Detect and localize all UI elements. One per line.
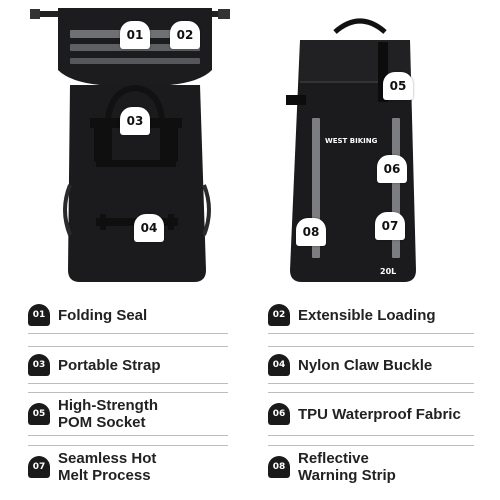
feature-label-03: Portable Strap xyxy=(58,356,161,374)
callout-tag-01: 01 xyxy=(120,21,150,49)
feature-item-08: 08 Reflective Warning Strip xyxy=(268,445,474,489)
feature-label-06: TPU Waterproof Fabric xyxy=(298,405,461,423)
feature-label-01: Folding Seal xyxy=(58,306,148,324)
left-bag-back-view xyxy=(30,8,230,282)
feature-label-04: Nylon Claw Buckle xyxy=(298,356,433,374)
divider xyxy=(28,392,228,393)
feature-badge-07: 07 xyxy=(28,456,50,478)
divider xyxy=(28,445,228,446)
product-photo: WEST BIKING 20L 01 02 03 04 05 06 07 08 xyxy=(30,8,416,282)
feature-badge-04: 04 xyxy=(268,354,290,376)
divider xyxy=(268,392,474,393)
divider xyxy=(28,383,228,384)
feature-item-03: 03 Portable Strap xyxy=(28,346,228,384)
divider xyxy=(268,333,474,334)
feature-badge-06: 06 xyxy=(268,403,290,425)
feature-badge-05: 05 xyxy=(28,403,50,425)
brand-logo-text: WEST BIKING xyxy=(325,137,378,145)
callout-tag-02: 02 xyxy=(170,21,200,49)
feature-list: 01 Folding Seal 02 Extensible Loading 03… xyxy=(0,290,500,500)
feature-item-02: 02 Extensible Loading xyxy=(268,296,474,334)
feature-badge-02: 02 xyxy=(268,304,290,326)
pannier-bags-illustration: WEST BIKING 20L xyxy=(30,8,416,282)
feature-label-05: High-Strength POM Socket xyxy=(58,397,158,431)
callout-tag-06: 06 xyxy=(377,155,407,183)
callout-tag-05: 05 xyxy=(383,72,413,100)
divider xyxy=(268,445,474,446)
feature-item-01: 01 Folding Seal xyxy=(28,296,228,334)
feature-item-07: 07 Seamless Hot Melt Process xyxy=(28,445,228,489)
callout-tag-04: 04 xyxy=(134,214,164,242)
capacity-text: 20L xyxy=(380,267,396,276)
feature-label-07: Seamless Hot Melt Process xyxy=(58,450,157,484)
divider xyxy=(268,383,474,384)
divider xyxy=(28,346,228,347)
feature-item-04: 04 Nylon Claw Buckle xyxy=(268,346,474,384)
callout-tag-08: 08 xyxy=(296,218,326,246)
feature-badge-03: 03 xyxy=(28,354,50,376)
divider xyxy=(28,333,228,334)
feature-item-06: 06 TPU Waterproof Fabric xyxy=(268,392,474,436)
callout-tag-03: 03 xyxy=(120,107,150,135)
divider xyxy=(268,346,474,347)
divider xyxy=(28,435,228,436)
feature-item-05: 05 High-Strength POM Socket xyxy=(28,392,228,436)
feature-badge-08: 08 xyxy=(268,456,290,478)
feature-label-02: Extensible Loading xyxy=(298,306,436,324)
feature-badge-01: 01 xyxy=(28,304,50,326)
divider xyxy=(268,435,474,436)
feature-label-08: Reflective Warning Strip xyxy=(298,450,396,484)
callout-tag-07: 07 xyxy=(375,212,405,240)
